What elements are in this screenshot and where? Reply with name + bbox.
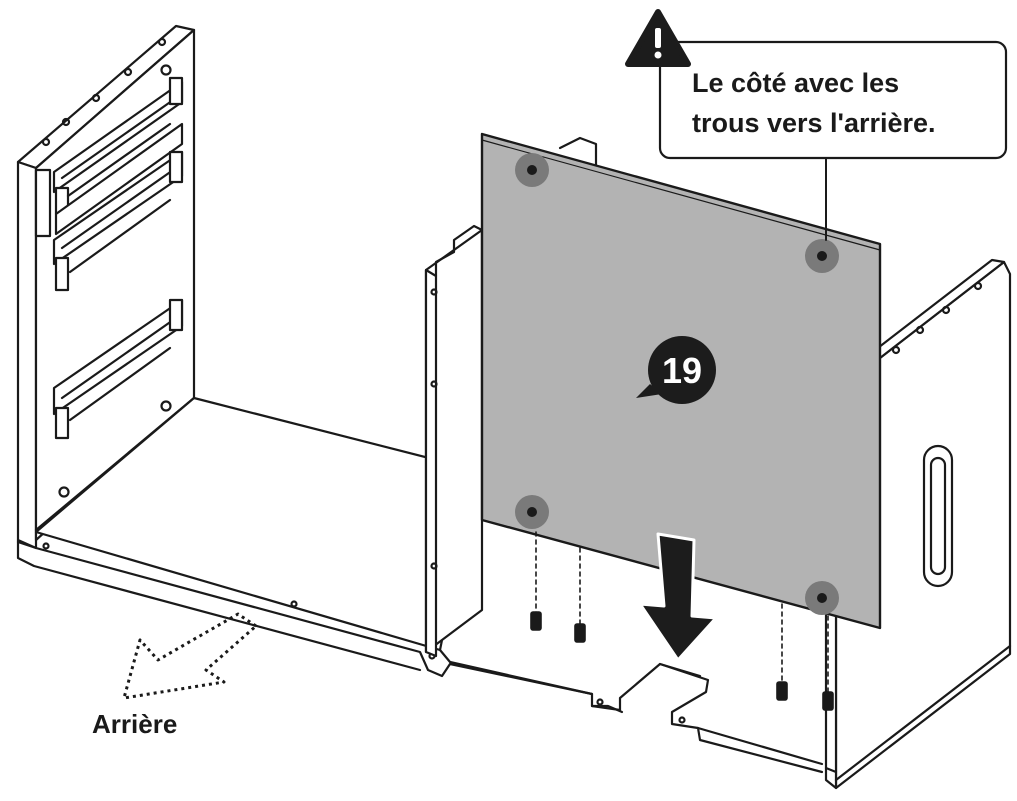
- back-direction-label: Arrière: [92, 709, 177, 739]
- middle-divider-panel: [424, 136, 598, 658]
- drawer-runner-bottom: [52, 298, 184, 440]
- hole-markers: [515, 153, 839, 615]
- bottom-panel: [16, 396, 824, 774]
- dowel-peg: [776, 681, 788, 701]
- dowel-pegs: [530, 531, 834, 711]
- step-number-badge: 19: [636, 336, 716, 404]
- dowel-peg: [822, 691, 834, 711]
- dowel-peg: [574, 623, 586, 643]
- step-number: 19: [662, 350, 702, 391]
- callout-line-1: Le côté avec les: [692, 68, 899, 98]
- drawer-runner-top: [52, 76, 184, 236]
- drawer-runner-middle: [52, 150, 184, 292]
- dotted-arrow-icon: [122, 612, 258, 700]
- warning-callout: Le côté avec les trous vers l'arrière.: [658, 40, 1008, 160]
- callout-line-2: trous vers l'arrière.: [692, 108, 936, 138]
- warning-icon: [625, 9, 691, 67]
- dowel-peg: [530, 611, 542, 631]
- down-arrow-icon: [638, 532, 718, 662]
